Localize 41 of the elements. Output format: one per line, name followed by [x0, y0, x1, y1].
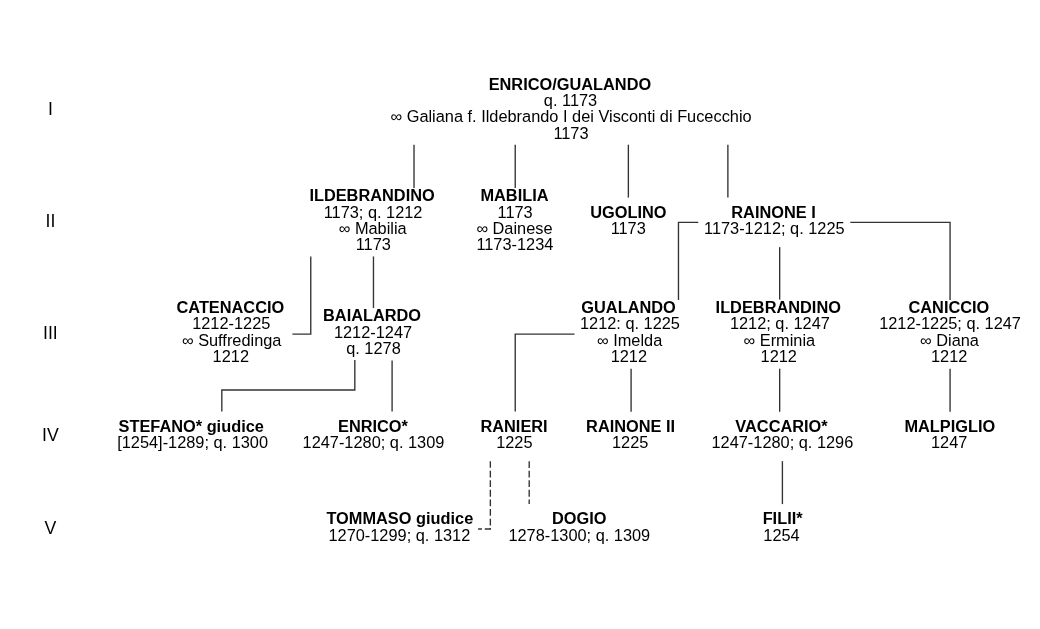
node-text: RAINONE I 1173-1212; q. 1225	[704, 202, 845, 237]
connector	[413, 143, 415, 189]
node-text: GUALANDO 1212: q. 1225 ∞ Imelda 1212	[579, 297, 680, 365]
label: II	[45, 210, 56, 231]
connector	[221, 358, 356, 412]
node-text: ENRICO/GUALANDO q. 1173 ∞ Galiana f. Ildebrando I dei Visconti di Fucecchio 1173	[390, 74, 752, 142]
node-text: MABILIA 1173 ∞ Dainese 1173-1234	[476, 185, 554, 253]
node-text: FILII* 1254	[762, 508, 803, 544]
node-text: ILDEBRANDINO 1173; q. 1212 ∞ Mabilia 1173	[309, 185, 435, 253]
node-text: MALPIGLIO 1247	[904, 416, 996, 451]
label: I	[47, 98, 53, 119]
connector	[781, 459, 784, 505]
connector	[391, 359, 393, 412]
node-text: TOMMASO giudice 1270-1299; q. 1312	[326, 508, 474, 544]
connector	[291, 255, 312, 335]
connector	[514, 143, 516, 189]
node-text: STEFANO* giudice [1254]-1289; q. 1300	[117, 416, 269, 451]
node-text: ILDEBRANDINO 1212; q. 1247 ∞ Erminia 1212	[715, 297, 841, 365]
connector	[372, 255, 375, 309]
node-text: UGOLINO 1173	[590, 202, 667, 237]
connector	[779, 367, 781, 412]
connector	[630, 367, 632, 412]
node-text: VACCARIO* 1247-1280; q. 1296	[711, 416, 854, 451]
node-text: CATENACCIO 1212-1225 ∞ Suffredinga 1212	[176, 297, 285, 365]
connector	[528, 459, 530, 505]
node-text: CANICCIO 1212-1225; q. 1247 ∞ Diana 1212	[879, 297, 1021, 365]
connector	[514, 332, 576, 412]
connector	[849, 221, 951, 301]
label: IV	[42, 424, 59, 445]
node-text: ENRICO* 1247-1280; q. 1309	[302, 416, 445, 451]
node-text: RANIERI 1225	[480, 416, 548, 451]
connector	[727, 143, 729, 198]
connector	[627, 143, 630, 198]
node-text: RAINONE II 1225	[586, 416, 676, 451]
connector	[779, 245, 781, 300]
connector	[677, 221, 699, 301]
node-text: DOGIO 1278-1300; q. 1309	[508, 508, 651, 544]
label: III	[43, 322, 58, 343]
connector	[949, 367, 951, 412]
node-text: BAIALARDO 1212-1247 q. 1278	[323, 305, 422, 357]
label: V	[44, 517, 57, 538]
